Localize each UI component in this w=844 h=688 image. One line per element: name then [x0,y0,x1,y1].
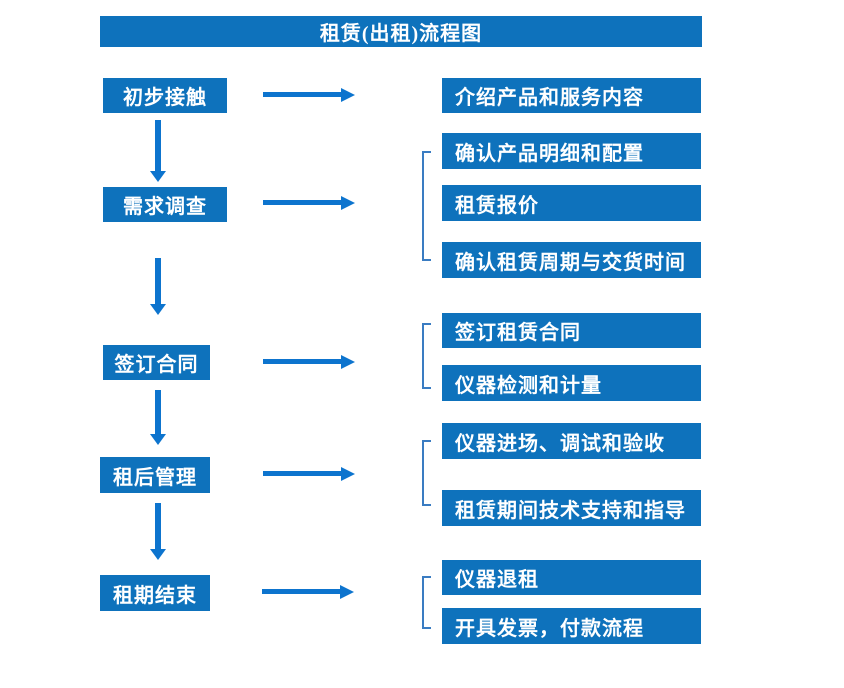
stage-box-initial-contact: 初步接触 [103,78,227,113]
detail-box-introduce-products: 介绍产品和服务内容 [442,78,701,113]
detail-box-instrument-testing: 仪器检测和计量 [442,365,701,401]
flow-arrow-down-icon [150,120,166,182]
detail-box-invoice-payment: 开具发票，付款流程 [442,608,701,644]
flow-arrow-right-icon [262,585,354,599]
flow-arrow-down-icon [150,258,166,315]
detail-box-confirm-period-delivery: 确认租赁周期与交货时间 [442,242,701,278]
detail-box-rental-quote: 租赁报价 [442,185,701,221]
stage-box-sign-contract: 签订合同 [103,345,210,380]
group-bracket [422,323,431,389]
flow-arrow-right-icon [263,355,355,369]
detail-box-instrument-entry-acceptance: 仪器进场、调试和验收 [442,423,701,459]
detail-box-tech-support: 租赁期间技术支持和指导 [442,490,701,526]
stage-box-rental-end: 租期结束 [100,575,210,611]
group-bracket [422,151,431,261]
group-bracket [422,576,431,629]
flow-arrow-down-icon [150,390,166,445]
stage-box-post-rental-management: 租后管理 [100,457,210,493]
flow-arrow-right-icon [263,196,355,210]
group-bracket [422,440,431,506]
detail-box-sign-rental-contract: 签订租赁合同 [442,313,701,348]
detail-box-instrument-return: 仪器退租 [442,560,701,595]
flow-arrow-right-icon [263,467,355,481]
flow-arrow-down-icon [150,503,166,560]
detail-box-confirm-product-config: 确认产品明细和配置 [442,133,701,169]
flowchart-title: 租赁(出租)流程图 [100,16,702,47]
flow-arrow-right-icon [263,88,355,102]
stage-box-demand-survey: 需求调查 [103,187,227,222]
